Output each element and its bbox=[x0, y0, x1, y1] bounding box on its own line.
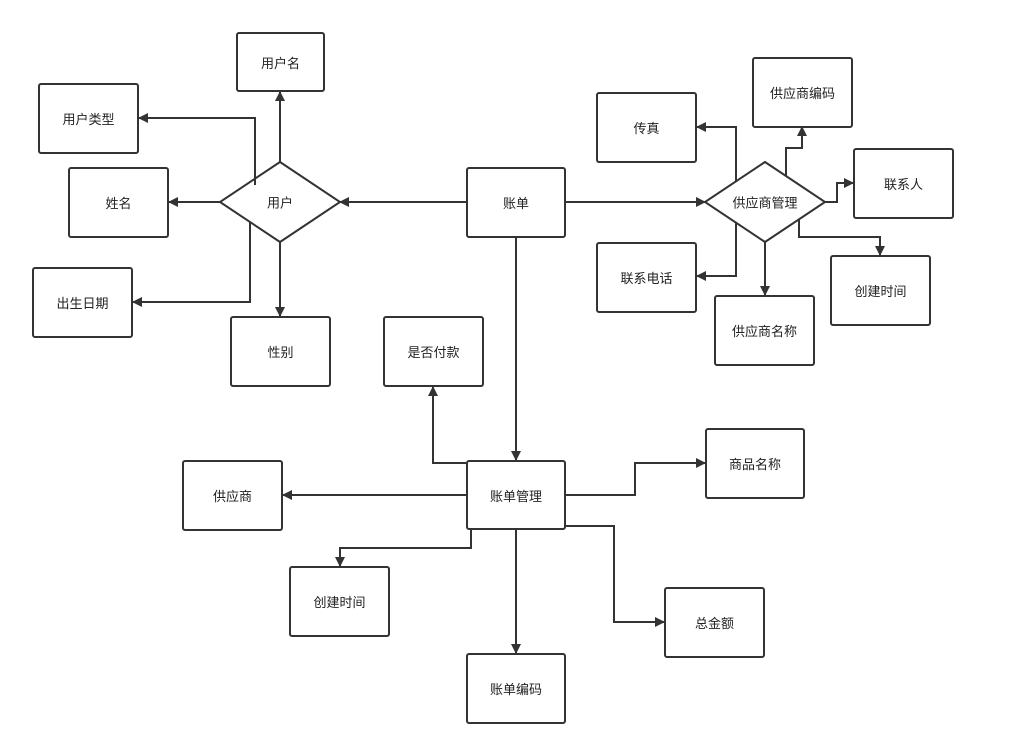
user-relationship-label: 用户 bbox=[266, 196, 294, 212]
entity-fax: 传真 bbox=[596, 92, 697, 163]
entity-supplier-created-time: 创建时间 bbox=[830, 255, 931, 326]
entity-is-paid: 是否付款 bbox=[383, 316, 484, 387]
edge-suppliermgmt-fax bbox=[696, 122, 737, 181]
edge-suppliermgmt-createdtime bbox=[798, 219, 885, 256]
entity-phone: 联系电话 bbox=[596, 242, 697, 313]
supplier-mgmt-relationship-label: 供应商管理 bbox=[732, 196, 798, 212]
edge-billmgmt-productname bbox=[566, 458, 706, 496]
entity-supplier-name: 供应商名称 bbox=[714, 295, 815, 366]
entity-bill: 账单 bbox=[466, 167, 566, 238]
entity-bill-created-time: 创建时间 bbox=[289, 566, 390, 637]
edge-billmgmt-totalamount bbox=[566, 525, 665, 627]
entity-bill-management: 账单管理 bbox=[466, 460, 566, 530]
edge-billmgmt-ispaid bbox=[428, 386, 466, 464]
entity-bill-code: 账单编码 bbox=[466, 653, 566, 724]
edge-billmgmt-createdtime bbox=[335, 530, 472, 567]
entity-gender: 性别 bbox=[230, 316, 331, 387]
edge-suppliermgmt-contact bbox=[825, 178, 854, 203]
edge-suppliermgmt-phone bbox=[696, 222, 737, 281]
edge-user-birthdate bbox=[132, 222, 251, 307]
entity-username: 用户名 bbox=[236, 32, 325, 92]
entity-total-amount: 总金额 bbox=[664, 587, 765, 658]
entity-supplier: 供应商 bbox=[182, 460, 283, 531]
entity-birthdate: 出生日期 bbox=[32, 267, 133, 338]
entity-user-type: 用户类型 bbox=[38, 83, 139, 154]
edge-user-usertype bbox=[138, 113, 256, 185]
edge-suppliermgmt-suppliercode bbox=[785, 126, 807, 176]
entity-product-name: 商品名称 bbox=[705, 428, 805, 499]
entity-contact: 联系人 bbox=[853, 148, 954, 219]
entity-supplier-code: 供应商编码 bbox=[752, 57, 853, 128]
entity-name: 姓名 bbox=[68, 167, 169, 238]
